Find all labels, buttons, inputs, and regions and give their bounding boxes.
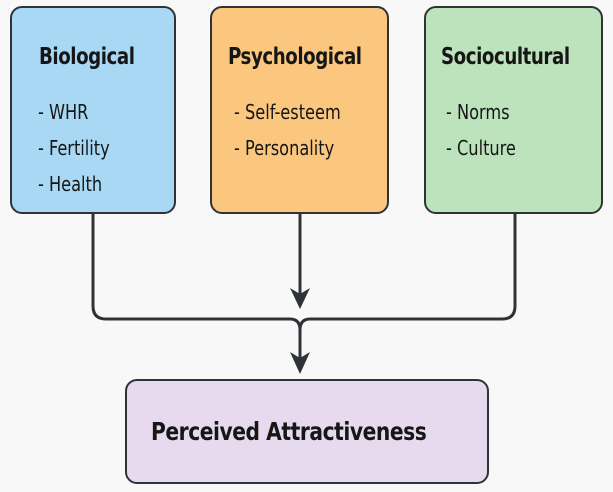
- node-biological: Biological - WHR - Fertility - Health: [10, 6, 176, 214]
- node-title: Perceived Attractiveness: [151, 417, 427, 446]
- node-item: - WHR: [38, 100, 89, 124]
- node-title: Sociocultural: [441, 44, 570, 70]
- node-items: - Self-esteem - Personality: [234, 94, 353, 166]
- node-outcome: Perceived Attractiveness: [125, 379, 489, 484]
- node-item: - Culture: [446, 136, 516, 160]
- node-item: - Health: [38, 172, 103, 196]
- arrowhead-outcome: [290, 352, 310, 374]
- node-items: - WHR - Fertility - Health: [38, 94, 118, 202]
- node-sociocultural: Sociocultural - Norms - Culture: [424, 6, 603, 214]
- node-item: - Norms: [446, 100, 510, 124]
- node-item: - Fertility: [38, 136, 110, 160]
- node-item: - Personality: [234, 136, 335, 160]
- edge-sociocultural: [298, 214, 517, 331]
- node-title: Psychological: [228, 44, 362, 70]
- node-title: Biological: [39, 44, 135, 70]
- arrowhead-psychological: [290, 288, 310, 309]
- node-psychological: Psychological - Self-esteem - Personalit…: [210, 6, 389, 214]
- node-items: - Norms - Culture: [446, 94, 524, 166]
- edge-biological: [91, 214, 302, 331]
- node-item: - Self-esteem: [234, 100, 341, 124]
